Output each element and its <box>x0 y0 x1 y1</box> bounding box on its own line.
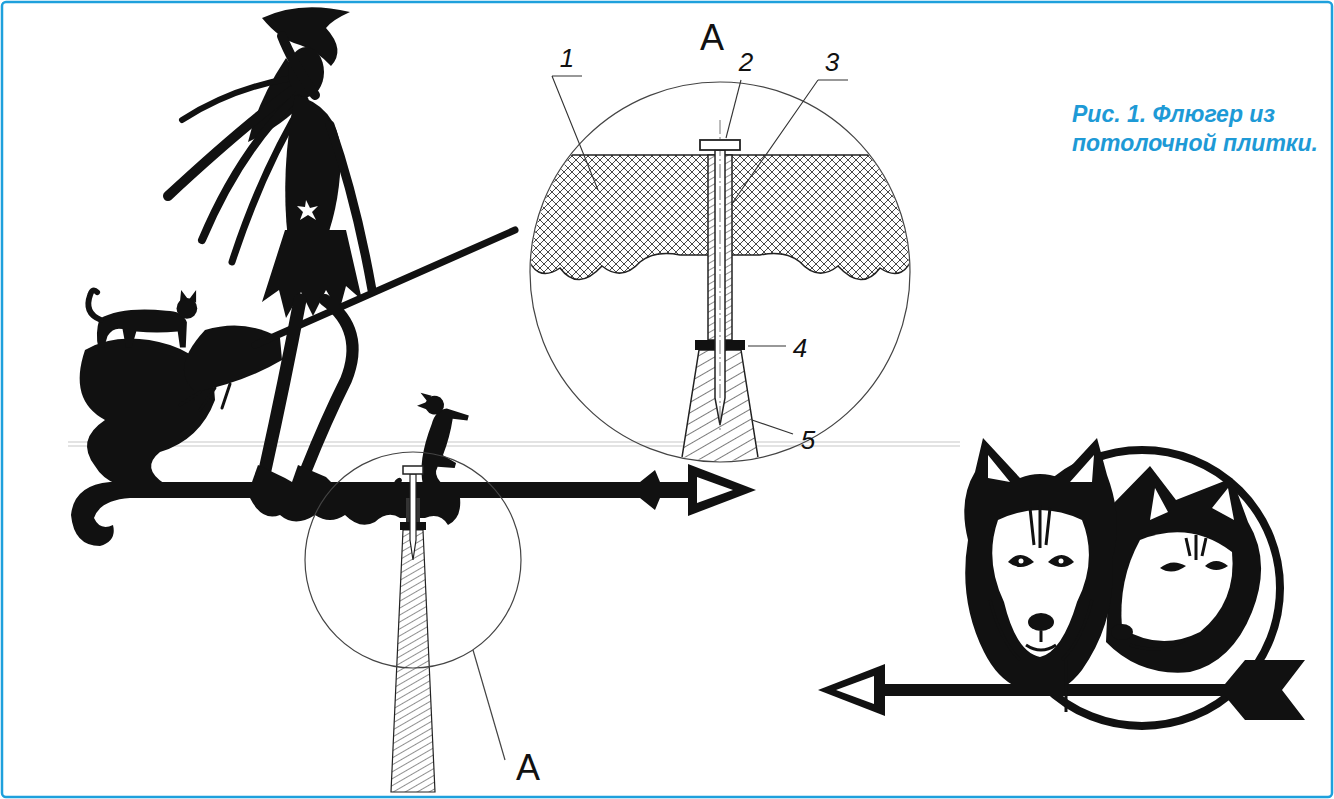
arrow-head <box>688 464 756 516</box>
pin-head <box>403 466 423 474</box>
witch-shoe <box>292 465 331 482</box>
wolf-fur <box>1186 535 1206 560</box>
callout-number: 3 <box>825 49 839 75</box>
leader-line <box>752 420 793 434</box>
arrow-tail <box>1225 660 1305 720</box>
witch-leg <box>265 300 300 470</box>
wolf-eyes <box>1008 555 1074 567</box>
pin <box>410 474 416 560</box>
ground-line <box>68 442 960 446</box>
cloud-decoration <box>250 498 460 525</box>
wolf-head <box>1106 466 1261 673</box>
broom-bristles <box>184 326 282 393</box>
arrow-head-hole <box>697 477 733 503</box>
leader-line <box>731 80 848 205</box>
detail-marker <box>305 452 521 668</box>
wolf-ear-inner <box>988 455 1094 482</box>
pole <box>391 530 435 792</box>
broom-strands <box>180 384 230 410</box>
detail-circle <box>530 82 910 462</box>
detail-view <box>525 76 915 470</box>
view-letter: A <box>516 750 540 786</box>
figure-caption: Рис. 1. Флюгер из потолочной плитки. <box>1072 100 1322 158</box>
witch-skirt <box>262 230 362 318</box>
witch-torso <box>285 95 341 240</box>
leader-line <box>726 80 741 138</box>
callout-number: 2 <box>739 49 753 75</box>
belt-ornament <box>297 200 318 220</box>
callout-number: 5 <box>801 427 815 453</box>
vane-bar <box>870 684 1270 696</box>
view-letter: A <box>700 20 724 56</box>
leader-line <box>748 345 786 346</box>
hair-strand <box>182 78 292 120</box>
callout-number: 1 <box>560 45 574 71</box>
witch-leg <box>306 300 353 470</box>
witch-shoe <box>252 465 292 482</box>
pin-head <box>700 140 740 150</box>
leader-line <box>552 76 598 190</box>
wolf-eye-glint <box>1019 559 1024 564</box>
witch-arm <box>282 36 315 95</box>
arrow-barbs <box>640 470 660 510</box>
wolf-eye-glint <box>1059 559 1064 564</box>
vane-axis <box>1065 660 1068 712</box>
wolf-nose <box>1028 613 1054 631</box>
wolf-ear-inner <box>1150 488 1234 520</box>
tail-curl <box>71 482 165 546</box>
callout-number: 4 <box>793 335 807 361</box>
leader-line <box>473 650 505 760</box>
cat-on-tail <box>88 290 197 348</box>
arrow-head-hole <box>836 676 874 704</box>
witch-weathervane <box>71 7 756 792</box>
wolf-mouth <box>1130 640 1185 649</box>
arrow-head <box>818 664 885 716</box>
ground-line <box>68 441 960 442</box>
wolf-nose <box>1111 624 1133 640</box>
axis-line <box>720 120 721 430</box>
wolf-weathervane <box>818 438 1305 726</box>
wolf-head <box>964 438 1117 693</box>
wolf-eyes <box>1160 561 1228 572</box>
ground-line <box>68 445 960 446</box>
wolf-mouth <box>1026 631 1056 650</box>
wolf-face <box>1121 532 1232 641</box>
wolf-fur <box>1030 505 1050 548</box>
vane-bar <box>160 482 695 498</box>
wolf-cheek-fur <box>990 600 1092 660</box>
